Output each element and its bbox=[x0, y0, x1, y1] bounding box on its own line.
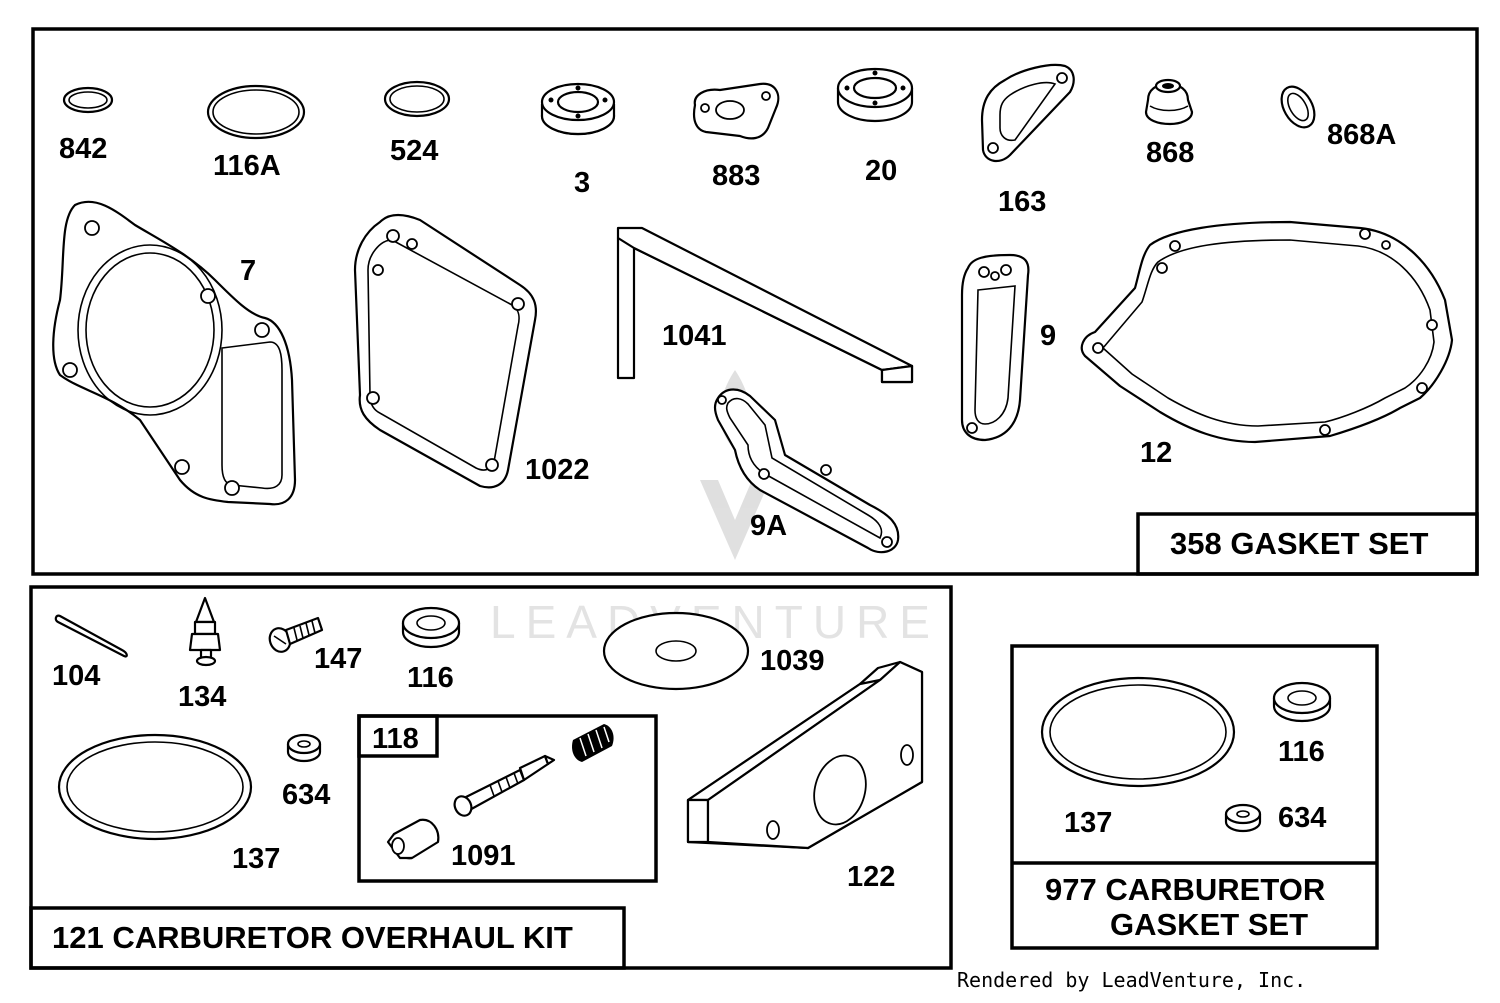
carb-gasket-set-title-line2: GASKET SET bbox=[1110, 907, 1308, 942]
subkit-118-title-box bbox=[357, 714, 439, 758]
label-1022: 1022 bbox=[525, 454, 590, 486]
part-134-needle bbox=[188, 596, 222, 667]
part-634-washer bbox=[286, 733, 322, 763]
label-524: 524 bbox=[390, 135, 438, 167]
label-1041: 1041 bbox=[662, 320, 727, 352]
subkit-118-frame bbox=[357, 714, 658, 883]
gasket-set-title-box bbox=[1136, 512, 1479, 576]
label-9a: 9A bbox=[750, 510, 787, 542]
label-116-kit977: 116 bbox=[1278, 736, 1325, 768]
part-116a-oring bbox=[206, 84, 306, 140]
part-634-washer-kit977 bbox=[1224, 803, 1262, 833]
carb-gasket-set-frame bbox=[1010, 644, 1379, 950]
label-137-kit977: 137 bbox=[1064, 807, 1112, 839]
label-3: 3 bbox=[574, 167, 590, 199]
overhaul-kit-title-box bbox=[29, 906, 626, 970]
label-122: 122 bbox=[847, 861, 895, 893]
label-20: 20 bbox=[865, 155, 897, 187]
part-868a-washer bbox=[1280, 85, 1316, 129]
label-883: 883 bbox=[712, 160, 760, 192]
label-868: 868 bbox=[1146, 137, 1194, 169]
part-137-ring-kit977 bbox=[1040, 676, 1236, 788]
part-842-oring bbox=[62, 86, 114, 114]
part-883-gasket bbox=[692, 82, 780, 140]
label-147: 147 bbox=[314, 643, 362, 675]
credit-text: Rendered by LeadVenture, Inc. bbox=[957, 968, 1307, 992]
part-116-washer bbox=[401, 606, 461, 649]
part-1041-strip bbox=[616, 226, 914, 384]
label-634: 634 bbox=[282, 779, 330, 811]
label-116: 116 bbox=[407, 662, 454, 694]
label-134: 134 bbox=[178, 681, 226, 713]
label-7: 7 bbox=[240, 255, 256, 287]
part-116-washer-kit977 bbox=[1272, 681, 1332, 723]
gasket-set-frame bbox=[31, 27, 1479, 576]
label-12: 12 bbox=[1140, 437, 1172, 469]
part-122-spacer bbox=[686, 660, 924, 850]
part-1091-screw-spring bbox=[386, 724, 614, 860]
label-842: 842 bbox=[59, 133, 107, 165]
label-137: 137 bbox=[232, 843, 280, 875]
label-116a: 116A bbox=[213, 150, 281, 182]
label-163: 163 bbox=[998, 186, 1046, 218]
label-9: 9 bbox=[1040, 320, 1056, 352]
part-7-head-gasket bbox=[52, 200, 297, 506]
part-3-oil-seal bbox=[540, 82, 616, 136]
label-118: 118 bbox=[372, 723, 419, 755]
part-163-gasket bbox=[980, 63, 1075, 163]
label-104: 104 bbox=[52, 660, 100, 692]
part-20-oil-seal bbox=[836, 67, 914, 123]
part-9a-gasket bbox=[713, 388, 900, 554]
part-9-gasket bbox=[960, 253, 1030, 442]
label-868a: 868A bbox=[1327, 119, 1396, 151]
part-1039-disc bbox=[602, 611, 750, 691]
label-634-kit977: 634 bbox=[1278, 802, 1326, 834]
part-104-pin bbox=[54, 614, 128, 658]
part-12-crankcase-gasket bbox=[1080, 220, 1454, 444]
part-1022-gasket bbox=[353, 213, 537, 489]
gasket-set-title: 358 GASKET SET bbox=[1170, 526, 1428, 561]
part-147-screw bbox=[268, 616, 324, 653]
overhaul-kit-title: 121 CARBURETOR OVERHAUL KIT bbox=[52, 920, 573, 955]
label-1091: 1091 bbox=[451, 840, 516, 872]
part-868-valve-seal bbox=[1144, 78, 1194, 126]
label-1039: 1039 bbox=[760, 645, 825, 677]
part-137-ring bbox=[57, 733, 253, 841]
carb-gasket-set-title-line1: 977 CARBURETOR bbox=[1045, 872, 1325, 907]
part-524-oring bbox=[383, 80, 451, 118]
